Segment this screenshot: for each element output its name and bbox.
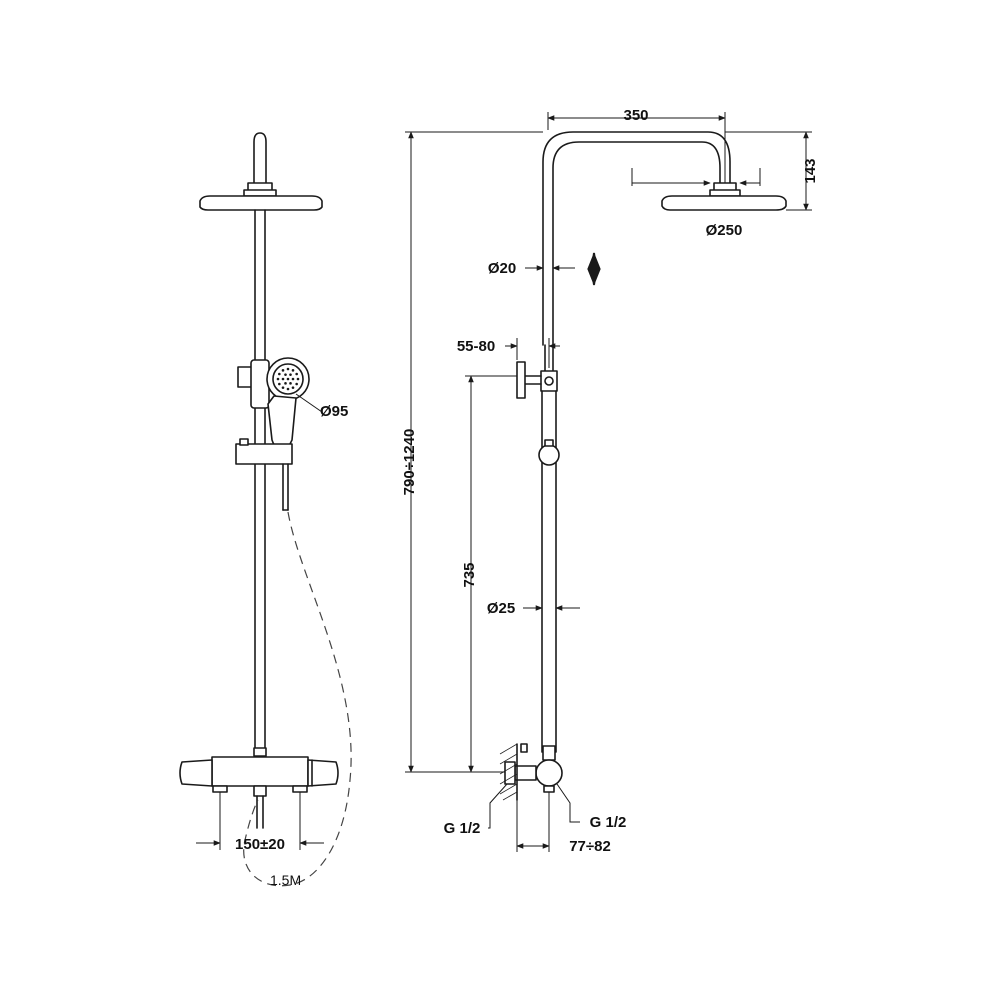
- spray-nozzle-dot: [278, 372, 281, 376]
- side-hose-holder: [538, 444, 560, 466]
- side-mixer-wall-nut: [504, 761, 516, 785]
- side-dim-250-label: Ø250: [706, 222, 743, 239]
- front-head-ball-joint: [243, 189, 277, 197]
- spray-nozzle-dot: [289, 373, 292, 376]
- side-mixer-outlet: [543, 785, 555, 793]
- front-mixer-right-handle: [307, 759, 339, 787]
- front-riser-connector: [253, 747, 267, 757]
- side-head-ball-joint: [709, 189, 741, 197]
- side-inlet-left-leader: [488, 783, 508, 829]
- side-inlet-right-label: G 1/2: [590, 814, 627, 831]
- spray-nozzle-dot: [291, 369, 295, 372]
- front-hose-holder: [235, 443, 293, 465]
- side-inlet-nipple: [520, 743, 528, 753]
- front-hose-holder-screw: [239, 438, 249, 446]
- spray-nozzle-dot: [281, 386, 285, 389]
- front-view: 150±20 Ø95 1.5M: [179, 132, 352, 888]
- side-bracket-wall-plate: [516, 361, 526, 399]
- front-hose-cone: [282, 463, 289, 511]
- front-outlet-hose: [256, 795, 264, 829]
- front-mixer-outlet: [253, 785, 267, 797]
- side-dim-25-label: Ø25: [487, 600, 515, 617]
- spray-nozzle-dot: [296, 377, 300, 381]
- spray-nozzle-dot: [281, 377, 285, 381]
- front-top-pipe: [253, 132, 267, 184]
- front-dim-95-label: Ø95: [320, 403, 348, 420]
- side-dim-20-label: Ø20: [488, 260, 516, 277]
- front-shower-head: [199, 195, 323, 211]
- front-mixer-left-eccentric: [212, 785, 228, 793]
- side-riser-outer: [542, 131, 731, 346]
- spray-nozzle-dot: [286, 367, 290, 371]
- side-dim-total-label: 790÷1240: [401, 429, 418, 496]
- front-handshower-nozzles: [276, 367, 300, 391]
- front-mixer-body: [211, 756, 309, 787]
- side-view: 350 143 Ø250 Ø20 55-80 790÷1240 735: [401, 107, 819, 855]
- side-slider-screw: [544, 376, 554, 386]
- spray-nozzle-dot: [284, 373, 287, 376]
- side-mixer-eccentric: [514, 765, 537, 781]
- side-dim-350-label: 350: [623, 107, 648, 124]
- side-mixer-body: [535, 759, 563, 787]
- spray-nozzle-dot: [291, 377, 295, 381]
- side-bottom-connector: [542, 745, 556, 761]
- spray-nozzle-dot: [278, 382, 281, 386]
- front-bracket-knob: [237, 366, 253, 388]
- side-inlet-right-leader: [556, 783, 580, 823]
- front-handshower-face: [272, 363, 304, 395]
- side-shower-head: [661, 195, 787, 211]
- front-dim-150-label: 150±20: [235, 836, 285, 853]
- side-inlet-left-label: G 1/2: [444, 820, 481, 837]
- spray-nozzle-dot: [291, 386, 295, 389]
- spray-nozzle-dot: [284, 382, 287, 385]
- side-dim-7782-label: 77÷82: [569, 838, 611, 855]
- front-hose-length-label: 1.5M: [270, 872, 301, 888]
- spray-nozzle-dot: [286, 387, 290, 391]
- side-hose-holder-screw: [544, 439, 554, 447]
- front-dim-95-leader: [295, 393, 323, 413]
- side-dim-5580-label: 55-80: [457, 338, 495, 355]
- spray-nozzle-dot: [281, 369, 285, 372]
- side-dim-143-label: 143: [802, 158, 819, 183]
- side-dim-735-label: 735: [461, 562, 478, 587]
- spray-nozzle-dot: [289, 382, 292, 385]
- front-bracket-slider: [250, 359, 270, 409]
- front-hose-dashed: [243, 511, 352, 887]
- spray-nozzle-dot: [295, 382, 298, 386]
- spray-nozzle-dot: [276, 377, 280, 381]
- spray-nozzle-dot: [295, 372, 298, 376]
- spray-nozzle-dot: [286, 377, 290, 381]
- side-riser-inner: [552, 141, 721, 346]
- front-mixer-left-handle: [179, 759, 213, 787]
- front-mixer-right-eccentric: [292, 785, 308, 793]
